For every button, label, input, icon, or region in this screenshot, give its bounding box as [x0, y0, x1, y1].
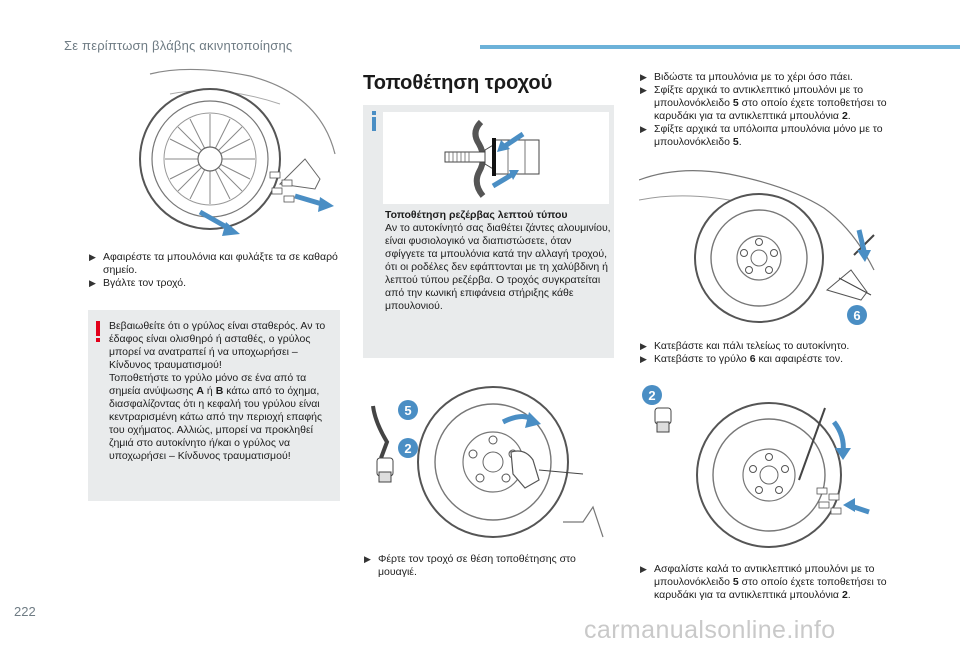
header-accent-bar [480, 45, 960, 49]
fitting-steps-list: ▶Φέρτε τον τροχό σε θέση τοποθέτησης στο… [363, 553, 614, 579]
lowering-steps-list: ▶Κατεβάστε και πάλι τελείως το αυτοκίνητ… [639, 340, 901, 366]
step-item: ▶Βιδώστε τα μπουλόνια με το χέρι όσο πάε… [640, 71, 853, 83]
arrow-bullet-icon: ▶ [640, 564, 647, 574]
step-item: ▶Βγάλτε τον τροχό. [89, 277, 186, 289]
watermark: carmanualsonline.info [584, 616, 836, 644]
arrow-bullet-icon: ▶ [640, 124, 647, 134]
info-box: Τοποθέτηση ρεζέρβας λεπτού τύπου Αν το α… [363, 105, 614, 358]
arrow-bullet-icon: ▶ [364, 554, 371, 564]
callout-2-icon [398, 438, 418, 458]
illustration-car-lowering: 6 [639, 160, 879, 335]
callout-2-label: 2 [648, 388, 655, 403]
callout-5-icon [398, 400, 418, 420]
info-text: Αν το αυτοκίνητό σας διαθέτει ζάντες αλο… [385, 222, 611, 312]
exclamation-icon [96, 321, 100, 342]
securing-steps-list: ▶Ασφαλίστε καλά το αντικλεπτικό μπουλόνι… [639, 563, 901, 602]
warning-box: Βεβαιωθείτε ότι ο γρύλος είναι σταθερός.… [88, 310, 340, 501]
removal-steps-list: ▶Αφαιρέστε τα μπουλόνια και φυλάξτε τα σ… [88, 251, 340, 290]
arrow-bullet-icon: ▶ [89, 252, 96, 262]
info-icon [372, 111, 376, 131]
arrow-bullet-icon: ▶ [89, 278, 96, 288]
callout-5-label: 5 [404, 403, 411, 418]
step-item: ▶Σφίξτε αρχικά τα υπόλοιπα μπουλόνια μόν… [640, 123, 883, 148]
callout-6-label: 6 [853, 308, 860, 323]
arrow-bullet-icon: ▶ [640, 341, 647, 351]
bolt-washer-illustration [383, 112, 609, 204]
callout-6-icon [847, 305, 867, 325]
callout-2-icon [642, 385, 662, 405]
page-title: Τοποθέτηση τροχού [363, 72, 553, 94]
step-item: ▶Αφαιρέστε τα μπουλόνια και φυλάξτε τα σ… [89, 251, 338, 276]
section-header: Σε περίπτωση βλάβης ακινητοποίησης [64, 38, 293, 53]
step-item: ▶Σφίξτε αρχικά το αντικλεπτικό μπουλόνι … [640, 84, 887, 122]
callout-2-label: 2 [404, 441, 411, 456]
step-item: ▶Ασφαλίστε καλά το αντικλεπτικό μπουλόνι… [640, 563, 887, 601]
tightening-steps-list: ▶Βιδώστε τα μπουλόνια με το χέρι όσο πάε… [639, 71, 901, 149]
illustration-wheel-fitting: 5 2 [363, 362, 613, 547]
arrow-bullet-icon: ▶ [640, 85, 647, 95]
illustration-wheel-removal [130, 64, 340, 244]
step-item: ▶Κατεβάστε το γρύλο 6 και αφαιρέστε τον. [640, 353, 844, 365]
arrow-bullet-icon: ▶ [640, 72, 647, 82]
step-item: ▶Κατεβάστε και πάλι τελείως το αυτοκίνητ… [640, 340, 850, 352]
illustration-final-tightening: 2 5 [639, 380, 879, 555]
info-heading: Τοποθέτηση ρεζέρβας λεπτού τύπου [385, 209, 568, 221]
arrow-bullet-icon: ▶ [640, 354, 647, 364]
step-item: ▶Φέρτε τον τροχό σε θέση τοποθέτησης στο… [364, 553, 576, 578]
warning-text: Βεβαιωθείτε ότι ο γρύλος είναι σταθερός.… [109, 320, 326, 462]
page-number: 222 [14, 604, 36, 619]
